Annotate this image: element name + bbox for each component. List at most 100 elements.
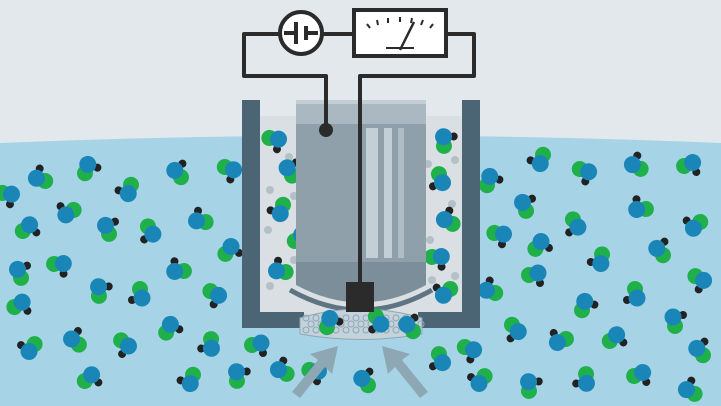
water-molecule — [76, 366, 103, 389]
water-molecule — [664, 308, 687, 334]
water-molecule — [520, 373, 543, 399]
flow-arrow-right — [382, 346, 428, 398]
vessel-bottom-left — [242, 312, 304, 328]
water-molecule — [456, 339, 483, 364]
ion-particle — [451, 156, 459, 164]
water-molecule — [626, 364, 652, 387]
water-molecule — [467, 368, 493, 392]
water-molecule — [435, 206, 461, 232]
ion-particle — [448, 200, 456, 208]
ion-particle — [451, 272, 459, 280]
water-molecule — [217, 238, 243, 262]
water-molecule — [197, 331, 220, 357]
water-molecule — [187, 206, 214, 231]
water-molecule — [56, 201, 82, 224]
flow-arrow-left — [292, 346, 338, 398]
ion-particle — [426, 236, 434, 244]
water-molecule — [202, 283, 228, 309]
ions-inside — [264, 153, 459, 290]
molecules-inside — [261, 128, 461, 304]
water-molecule — [158, 315, 184, 341]
water-molecule — [623, 151, 649, 177]
water-molecule — [687, 268, 713, 294]
water-molecule — [113, 332, 137, 358]
water-molecule — [424, 248, 450, 271]
water-molecule — [548, 328, 574, 351]
water-molecule — [398, 313, 421, 340]
water-molecule — [139, 218, 162, 244]
water-molecule — [435, 128, 458, 154]
water-molecule — [527, 233, 553, 257]
cylinder-highlight-1 — [366, 128, 378, 258]
vessel-wall-left — [242, 100, 260, 328]
water-molecule — [504, 316, 527, 343]
water-molecule — [166, 257, 192, 280]
water-molecule — [514, 193, 537, 219]
water-molecule — [601, 326, 628, 349]
water-molecule — [128, 281, 151, 307]
water-molecule — [477, 276, 504, 301]
water-molecule — [269, 356, 295, 382]
ion-particle — [285, 153, 293, 161]
battery-symbol-icon — [278, 10, 324, 56]
molecules-gap — [319, 308, 421, 340]
flow-arrows — [292, 346, 428, 398]
water-molecule — [428, 346, 451, 372]
water-molecule — [46, 255, 72, 278]
water-molecule — [6, 293, 32, 316]
mesh-cell — [347, 320, 355, 328]
water-molecule — [428, 166, 451, 192]
cylinder-highlight-3 — [398, 128, 404, 258]
mesh-cell — [307, 320, 315, 328]
water-molecule — [63, 327, 87, 353]
mesh-cell — [302, 314, 310, 322]
water-molecule — [574, 292, 599, 319]
molecules-outside — [0, 146, 713, 402]
mesh-cell — [312, 326, 320, 334]
water-molecule — [166, 159, 189, 186]
water-molecule — [479, 167, 504, 194]
vessel-bottom-right — [418, 312, 480, 328]
wire-left — [242, 32, 328, 128]
water-molecule — [486, 224, 513, 249]
water-molecule — [526, 146, 551, 173]
water-molecule — [17, 336, 43, 360]
cylinder-highlight-2 — [384, 128, 392, 258]
water-molecule — [628, 195, 654, 218]
water-molecule — [267, 256, 294, 281]
water-molecule — [9, 260, 32, 286]
water-molecule — [623, 281, 646, 307]
mesh-cell — [352, 314, 360, 322]
circuit — [242, 32, 476, 284]
water-molecule — [27, 164, 54, 189]
mesh-cell — [417, 320, 425, 328]
mesh-cell — [312, 314, 320, 322]
water-molecule — [571, 161, 598, 186]
water-molecule — [77, 155, 102, 182]
electrode-contact-anode — [319, 123, 333, 137]
mesh-cell — [392, 326, 400, 334]
water-molecule — [266, 196, 291, 223]
water-molecule — [432, 281, 459, 304]
water-molecule — [14, 216, 41, 239]
mesh-cell — [342, 314, 350, 322]
ion-particle — [266, 186, 274, 194]
water-molecule — [0, 184, 21, 209]
mesh-cell — [357, 320, 365, 328]
ion-particle — [264, 226, 272, 234]
water-molecule — [244, 334, 270, 357]
water-molecule — [572, 366, 595, 392]
water-molecule — [676, 154, 702, 177]
water-molecule — [90, 278, 113, 304]
water-molecule — [353, 367, 376, 394]
water-molecule — [677, 376, 703, 402]
mesh-cell — [342, 326, 350, 334]
water-molecule — [682, 214, 709, 237]
water-molecule — [97, 216, 120, 242]
water-molecule — [114, 176, 139, 203]
water-molecule — [319, 309, 344, 336]
water-molecule — [648, 237, 671, 264]
water-molecule — [586, 246, 611, 273]
